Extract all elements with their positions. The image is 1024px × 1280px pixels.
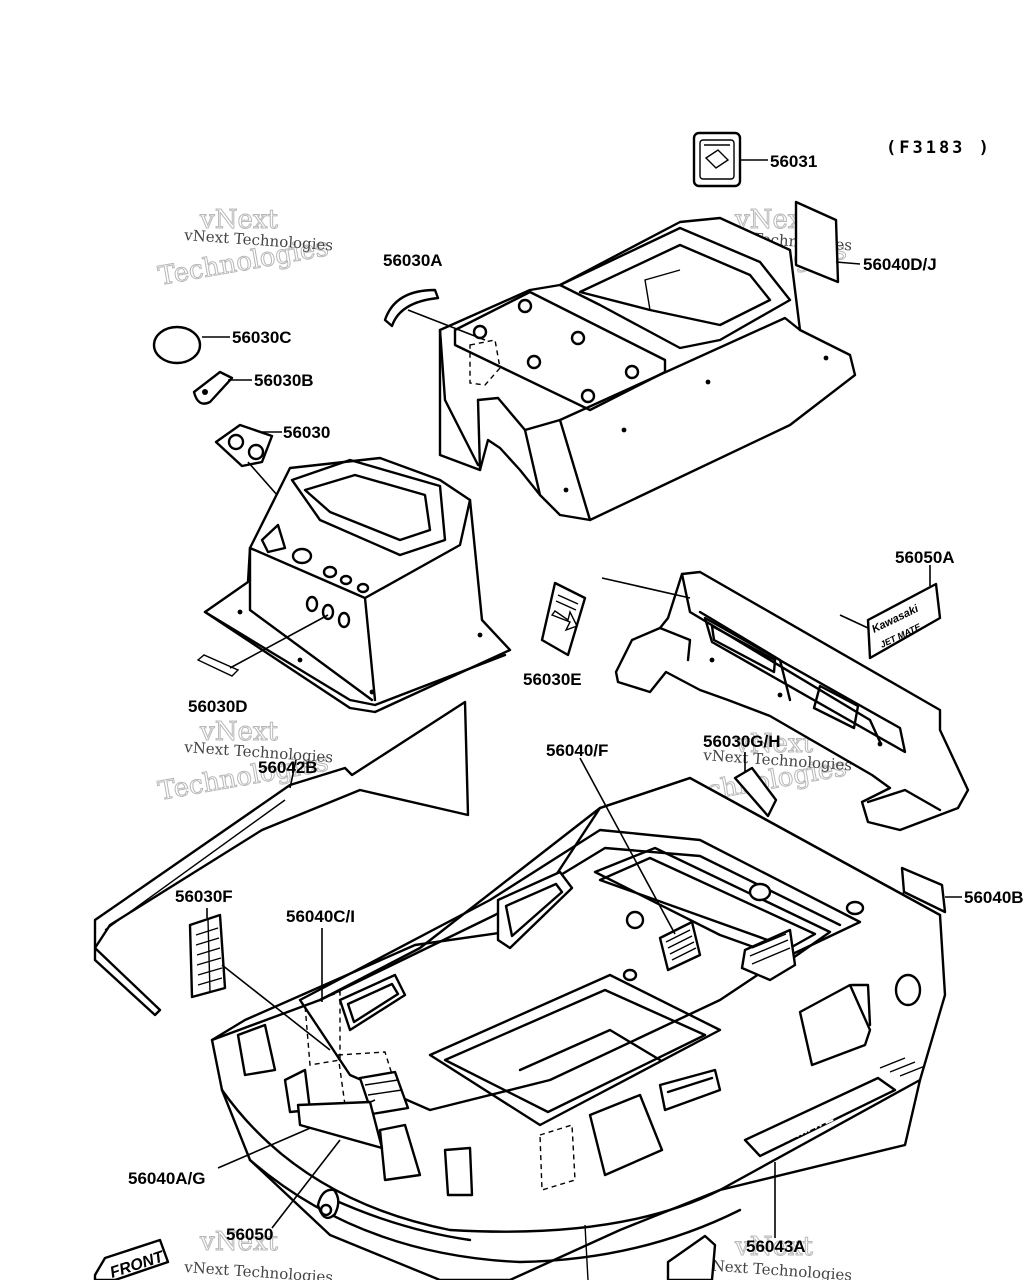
label-56031: 56031: [770, 152, 817, 171]
label-56030C: 56030C: [232, 328, 292, 347]
part-56030A-strip: [383, 288, 486, 341]
label-56040DJ: 56040D/J: [863, 255, 937, 274]
steering-handle: [614, 570, 970, 832]
label-56040AG: 56040A/G: [128, 1169, 206, 1188]
part-56030F-placard: [188, 908, 331, 1051]
svg-text:vNext: vNext: [199, 205, 278, 235]
svg-text:vNext Technologies: vNext Technologies: [183, 1258, 334, 1280]
label-56030F: 56030F: [175, 887, 233, 906]
part-56050A-decal: Kawasaki JET MATE: [839, 565, 942, 660]
svg-text:vNext: vNext: [199, 1227, 278, 1257]
figure-code: (F3183 ): [886, 138, 992, 158]
label-56030E: 56030E: [523, 670, 582, 689]
part-56030B-tab: [192, 370, 252, 405]
label-56030B: 56030B: [254, 371, 314, 390]
part-56042B-panel: [93, 700, 470, 1017]
front-direction-marker: FRONT: [93, 1238, 170, 1280]
label-56042B: 56042B: [258, 758, 318, 777]
label-56050A: 56050A: [895, 548, 955, 567]
label-56030: 56030: [283, 423, 330, 442]
part-56040F-decal: [579, 757, 702, 972]
label-56030A: 56030A: [383, 251, 443, 270]
upper-console-cover: [438, 216, 857, 522]
part-56030C-ring: [152, 325, 230, 365]
svg-text:vNext: vNext: [199, 717, 278, 747]
part-56030GH-decal: [733, 752, 778, 818]
lower-console-housing: [203, 456, 512, 714]
label-56043A: 56043A: [746, 1237, 806, 1256]
svg-text:vNext: vNext: [734, 1232, 813, 1262]
label-56040CI: 56040C/I: [286, 907, 355, 926]
part-56050-decal: Kawasaki: [271, 1100, 384, 1229]
part-56030D-decal: [196, 614, 329, 677]
main-hull: [210, 776, 947, 1280]
label-56030D: 56030D: [188, 697, 248, 716]
part-56031-placard: [692, 131, 768, 188]
label-56030GH: 56030G/H: [703, 732, 781, 751]
part-56030E-placard: [540, 581, 587, 657]
watermark-top-left: vNext Technologies vNext Technologies: [156, 205, 334, 293]
label-56040B: 56040B: [964, 888, 1024, 907]
label-56040F: 56040/F: [546, 741, 608, 760]
label-56050: 56050: [226, 1225, 273, 1244]
part-56040DJ-decal: [794, 200, 861, 284]
